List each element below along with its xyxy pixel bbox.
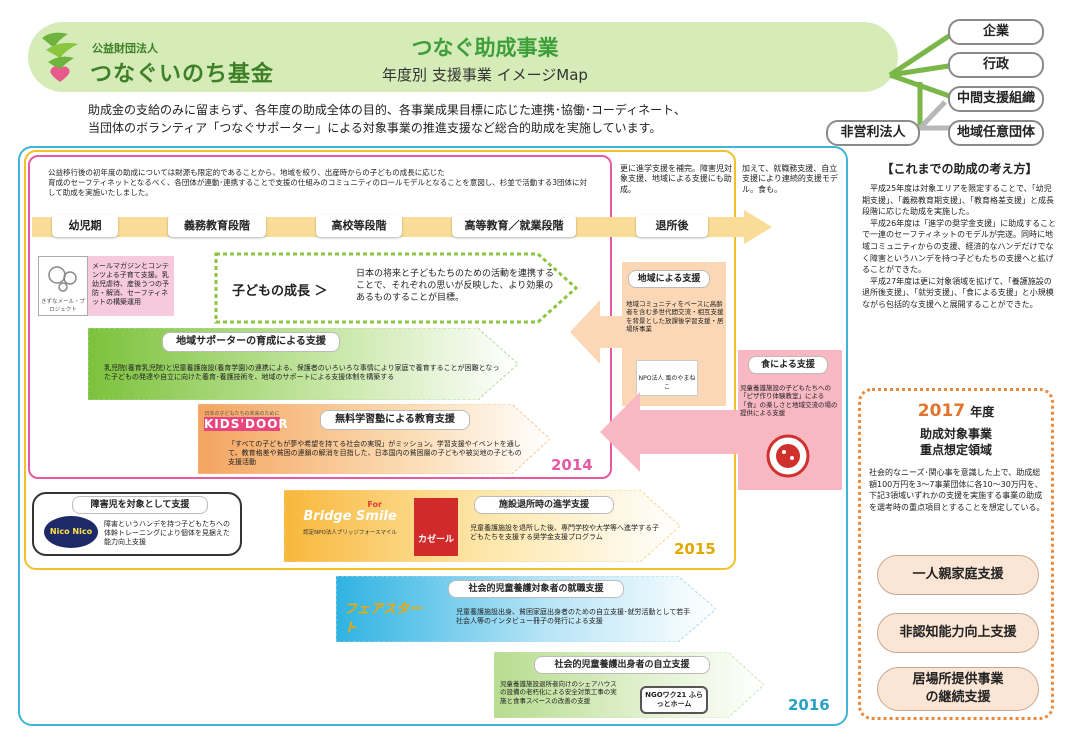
furatto-home-logo: NGOワク21 ふらっとホーム	[640, 686, 708, 714]
growth-text: 日本の将来と子どもたちのための活動を連携することで、それぞれの思いが反映した、よ…	[356, 269, 555, 304]
pizza-logo-icon	[766, 434, 810, 478]
supporter-title: 地域サポーターの育成による支援	[162, 332, 340, 352]
partner-connector-lines	[888, 29, 957, 131]
kidsdoor-logo-text: KIDS'DOOR	[204, 417, 289, 431]
fairstart-text: 児童養護施設出身、貧困家庭出身者のための自立支援･就労活動として若手社会人等のイ…	[456, 608, 691, 626]
kidsdoor-title: 無料学習塾による教育支援	[320, 410, 470, 430]
partner-npo: 非営利法人	[826, 120, 920, 146]
jiritsu-text: 児童養護施設退所者向けのシェアハウスの設備の老朽化による安全対策工事の実施と食事…	[500, 680, 617, 705]
priority-item-single-parent: 一人親家庭支援	[877, 555, 1039, 595]
intro-line-2: 当団体のボランティア「つなぐサポーター」による対象事業の推進支援など総合的助成を…	[88, 121, 662, 135]
food-title: 食による支援	[748, 356, 828, 374]
b4s-logo-top: For	[367, 500, 382, 509]
stage-higher-ed: 高等教育／就業段階	[452, 215, 576, 237]
header-banner	[28, 22, 898, 92]
foundation-logo-icon	[42, 32, 78, 82]
chiiki-text: 地域コミュニティをベースに高齢者を含む多世代間交流・相互支援を背景とした放課後学…	[626, 300, 724, 334]
stage-infancy: 幼児期	[52, 215, 118, 237]
chiiki-title: 地域による支援	[628, 270, 710, 288]
priority-panel: 2017 年度 助成対象事業 重点想定領域 社会的なニーズ･関心事を意識した上で…	[858, 388, 1054, 720]
kidsdoor-logo-caption: 日本の子どもたちの未来のために	[204, 411, 280, 417]
year-label-2014: 2014	[551, 456, 593, 474]
jiritsu-title: 社会的児童養護出身者の自立支援	[534, 656, 710, 674]
note-2015: 更に進学支援を補完。障害児対象支援、地域による支援にも助成。	[620, 164, 732, 194]
note-2016: 加えて、就職務支援、自立支援により連続的支援モデル。食も。	[742, 164, 838, 194]
mail-project-text: メールマガジンとコンテンツよる子育て支援。乳幼児虐待、産後うつの予防・解消、セー…	[92, 262, 169, 307]
kidsdoor-text: 「すべての子どもが夢や希望を持てる社会の実現」がミッション。学習支援やイベントを…	[228, 440, 522, 467]
kizuna-mail-logo-text: きずなメール・プロジェクト	[40, 299, 85, 313]
page-subtitle: 年度別 支援事業 イメージMap	[382, 66, 588, 84]
org-name: つなぐいのち基金	[90, 62, 275, 87]
b4s-logo-text: Bridge Smile	[303, 509, 397, 524]
disabled-text: 障害というハンデを持つ子どもたちへの体幹トレーニングにより個体を見据えた能力向上…	[104, 520, 230, 547]
kizuna-mail-logo: きずなメール・プロジェクト	[38, 256, 88, 316]
kazeno-yamaneko-logo: NPO法人 風のやまねこ	[636, 360, 698, 396]
partner-chiiki: 地域任意団体	[948, 120, 1044, 146]
priority-title-2: 重点想定領域	[919, 443, 992, 457]
chiiki-left-arrow	[570, 300, 626, 364]
fairstart-title: 社会的児童養護対象者の就職支援	[448, 580, 624, 598]
priority-item-ibasho: 居場所提供事業 の継続支援	[877, 667, 1039, 711]
intro-line-1: 助成金の支給のみに留まらず、各年度の助成全体の目的、各事業成果目標に応じた連携･…	[88, 103, 686, 117]
stage-compulsory: 義務教育段階	[168, 215, 266, 237]
concept-panel: 【これまでの助成の考え方】 平成25年度は対象エリアを限定することで、「幼児期支…	[862, 160, 1057, 311]
kidsdoor-logo: 日本の子どもたちの未来のために KIDS'DOOR	[204, 410, 289, 434]
growth-goal-arrow	[214, 252, 579, 324]
year-label-2015: 2015	[674, 540, 716, 558]
b4s-logo-caption: 認定NPO法人ブリッジフォースマイル	[303, 530, 397, 536]
priority-year: 2017	[917, 401, 966, 421]
family-icon	[48, 266, 77, 292]
concept-title: 【これまでの助成の考え方】	[881, 162, 1038, 176]
shisetsu-title: 施設退所時の進学支援	[474, 496, 614, 514]
mail-project-panel	[88, 256, 174, 316]
kazeru-logo: カゼール	[414, 498, 458, 556]
priority-year-line: 2017 年度	[861, 401, 1051, 421]
org-type-label: 公益財団法人	[92, 42, 158, 55]
shisetsu-text: 児童養護施設を退所した後、専門学校や大学等へ進学する子どもたちを支援する奨学金支…	[470, 524, 659, 542]
b4s-logo: For Bridge Smile 認定NPO法人ブリッジフォースマイル	[292, 500, 408, 554]
food-left-arrow	[600, 392, 740, 472]
year-label-2016: 2016	[788, 696, 830, 714]
intro-text: 助成金の支給のみに留まらず、各年度の助成全体の目的、各事業成果目標に応じた連携･…	[88, 101, 788, 137]
priority-text: 社会的なニーズ･関心事を意識した上で、助成総額100万円を3～7事業団体に各10…	[869, 468, 1045, 512]
priority-year-suffix: 年度	[970, 405, 995, 419]
partner-gyosei: 行政	[948, 52, 1044, 78]
note-2014-line-2: 育成のセーフティネットとなるべく、各団体が連動･連携することで支援の仕組みのコミ…	[48, 177, 587, 197]
concept-body: 平成25年度は対象エリアを限定することで、「幼児期支援」、「義務教育期支援」、「…	[862, 184, 1057, 309]
niconico-logo: Nico Nico	[44, 516, 98, 548]
note-2014: 公益移行後の初年度の助成については財源も限定的であることから、地域を絞り、出産時…	[48, 168, 593, 197]
page-title: つなぐ助成事業	[411, 36, 559, 60]
stage-highschool: 高校等段階	[316, 215, 402, 237]
frame-2016	[18, 146, 848, 726]
stage-after-leaving: 退所後	[636, 215, 708, 237]
partner-chukan: 中間支援組織	[948, 86, 1044, 112]
disabled-title: 障害児を対象として支援	[72, 496, 208, 514]
note-2014-line-1: 公益移行後の初年度の助成については財源も限定的であることから、地域を絞り、出産時…	[48, 168, 445, 177]
partner-kigyo: 企業	[948, 19, 1044, 45]
food-text: 児童養護施設の子どもたちへの「ピザ作り体験教室」による「食」の楽しさと地域交流の…	[740, 384, 838, 418]
priority-title-1: 助成対象事業	[919, 427, 992, 441]
growth-label: 子どもの成長 ＞	[232, 284, 328, 299]
frame-2015	[24, 150, 736, 570]
supporter-text: 乳児院(養育乳児院)と児童養護施設(養育学園)の連携による、保護者のいろいろな事…	[104, 364, 500, 382]
priority-item-noncognitive: 非認知能力向上支援	[877, 613, 1039, 653]
fairstart-logo: フェアスタート	[344, 602, 423, 636]
